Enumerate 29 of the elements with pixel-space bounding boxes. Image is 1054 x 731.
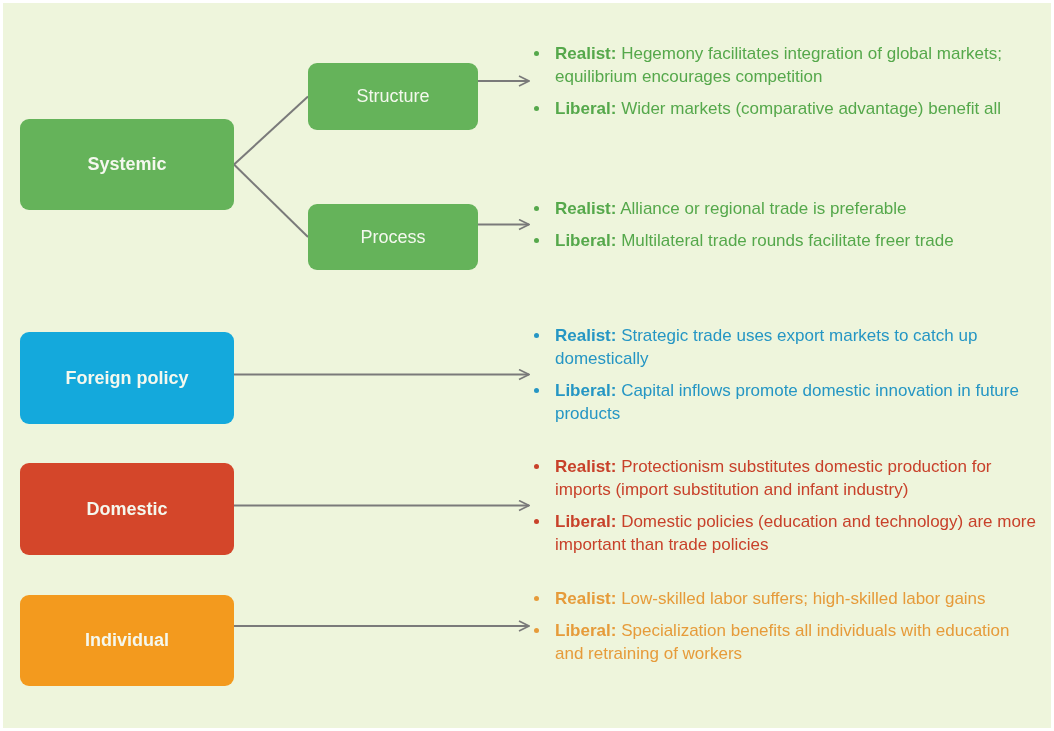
arrow	[233, 368, 530, 381]
bullet-text: Liberal: Domestic policies (education and technology) are more important than trade policies	[555, 510, 1039, 556]
bullet-text: Realist: Alliance or regional trade is preferable	[555, 197, 1039, 220]
box-label: Individual	[85, 630, 169, 651]
bullet-text: Liberal: Capital inflows promote domestic innovation in future products	[555, 379, 1039, 425]
arrow	[233, 499, 530, 512]
bullet-text: Realist: Hegemony facilitates integration of global markets; equilibrium encourages competition	[555, 42, 1039, 88]
bullet-text: Liberal: Wider markets (comparative advantage) benefit all	[555, 97, 1039, 120]
bullet-text: Realist: Low-skilled labor suffers; high-skilled labor gains	[555, 587, 1039, 610]
box-label: Structure	[356, 86, 430, 107]
box-label: Domestic	[86, 498, 168, 520]
box-label: Process	[360, 226, 426, 248]
arrow	[477, 218, 530, 231]
bullet-text: Realist: Protectionism substitutes domestic production for imports (import substitution and infant industry)	[555, 455, 1039, 501]
category-box	[308, 204, 478, 270]
bullet-text: Realist: Strategic trade uses export markets to catch up domestically	[555, 324, 1039, 370]
category-box	[20, 463, 234, 555]
category-box	[20, 595, 234, 686]
category-box	[308, 63, 478, 130]
arrow	[477, 75, 530, 87]
bullet-text: Liberal: Specialization benefits all individuals with education and retraining of workers	[555, 619, 1039, 665]
connector-line	[233, 163, 309, 238]
category-box	[20, 119, 234, 210]
arrow	[233, 620, 530, 632]
box-label: Systemic	[87, 154, 167, 175]
category-box	[20, 332, 234, 424]
box-label: Foreign policy	[65, 367, 189, 389]
connector-line	[233, 95, 309, 166]
bullet-text: Liberal: Multilateral trade rounds facilitate freer trade	[555, 229, 1039, 252]
